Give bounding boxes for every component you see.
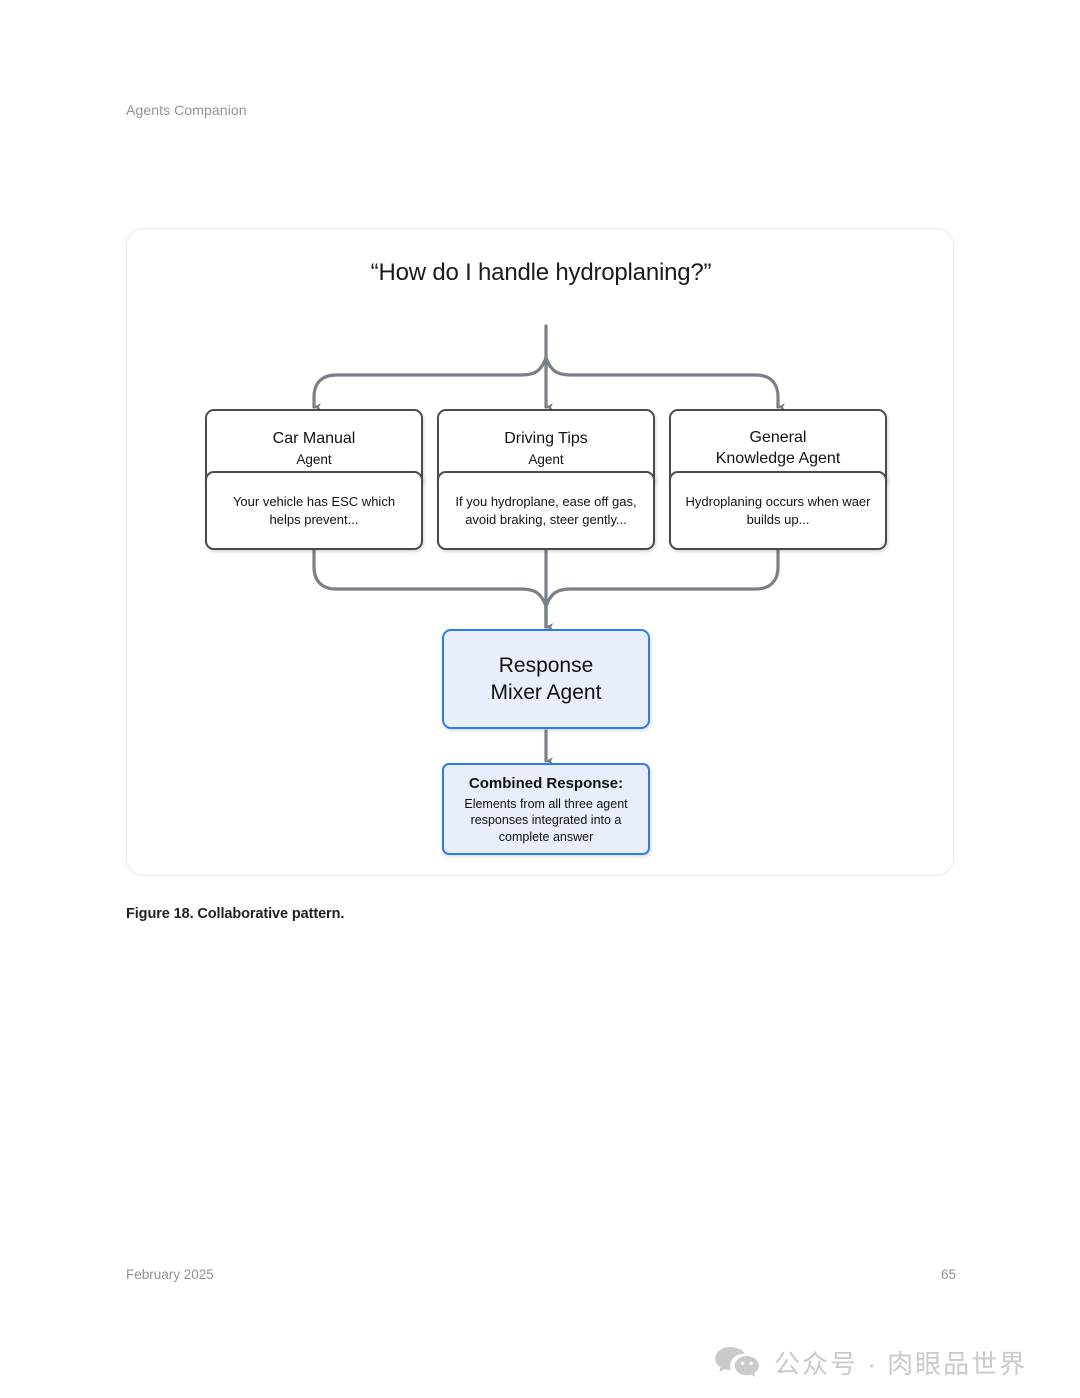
watermark: 公众号 · 肉眼品世界 bbox=[714, 1344, 1027, 1381]
response-box-general-knowledge[interactable]: Hydroplaning occurs when waer builds up.… bbox=[669, 471, 887, 550]
figure-card: “How do I handle hydroplaning?” Car Manu… bbox=[126, 228, 954, 876]
response-text: If you hydroplane, ease off gas, avoid b… bbox=[455, 494, 637, 527]
agent-title-line-1: General bbox=[749, 428, 807, 446]
response-text: Hydroplaning occurs when waer builds up.… bbox=[685, 494, 871, 527]
agent-title-line-2: Knowledge Agent bbox=[715, 449, 841, 467]
agent-title-line-2: Agent bbox=[296, 451, 332, 467]
agent-title-line-1: Driving Tips bbox=[504, 429, 588, 447]
page-header: Agents Companion bbox=[126, 102, 247, 118]
response-box-driving-tips[interactable]: If you hydroplane, ease off gas, avoid b… bbox=[437, 471, 655, 550]
mixer-title-line-1: Response bbox=[498, 653, 594, 677]
response-text: Your vehicle has ESC which helps prevent… bbox=[232, 494, 396, 527]
combined-response-body: Elements from all three agent responses … bbox=[464, 796, 628, 844]
figure-caption: Figure 18. Collaborative pattern. bbox=[126, 906, 345, 922]
agent-title-line-1: Car Manual bbox=[272, 429, 356, 447]
wechat-icon bbox=[715, 1346, 759, 1377]
watermark-text: 公众号 · 肉眼品世界 bbox=[774, 1349, 1028, 1379]
agent-title-line-2: Agent bbox=[528, 451, 564, 467]
response-mixer-agent-box[interactable]: Response Mixer Agent bbox=[442, 629, 650, 729]
diagram-title: “How do I handle hydroplaning?” bbox=[370, 259, 712, 286]
footer-page-number: 65 bbox=[940, 1267, 956, 1282]
footer-date: February 2025 bbox=[126, 1267, 214, 1282]
combined-response-box[interactable]: Combined Response: Elements from all thr… bbox=[442, 763, 650, 855]
diagram-connectors bbox=[312, 324, 785, 765]
combined-response-heading: Combined Response: bbox=[468, 774, 624, 792]
response-box-car-manual[interactable]: Your vehicle has ESC which helps prevent… bbox=[205, 471, 423, 550]
mixer-title-line-2: Mixer Agent bbox=[490, 681, 602, 704]
